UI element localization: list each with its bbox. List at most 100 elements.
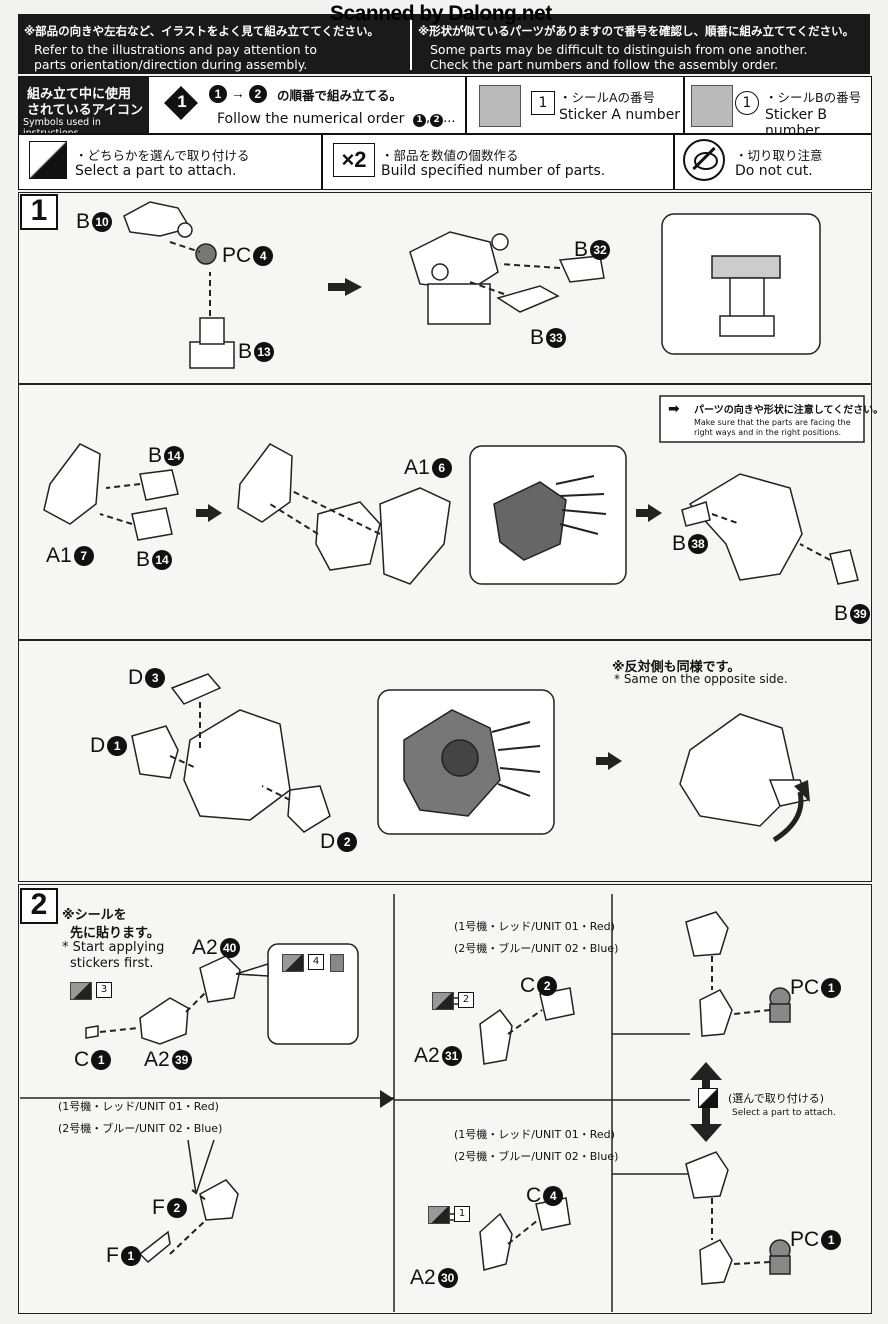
select-part-icon: [29, 141, 67, 179]
select-part-icon-step2: [698, 1088, 718, 1108]
sticker-note-jp-1: ※シールを: [62, 908, 127, 923]
sticker-sheet-b-icon: [691, 85, 733, 127]
upper-unit02: (2号機・ブルー/UNIT 02・Blue): [454, 942, 619, 955]
order-en-suffix-icon: 1,2...: [413, 111, 456, 127]
sticker-3-box: 3: [96, 982, 112, 998]
order-diamond-number: 1: [177, 92, 187, 111]
upper-unit01: (1号機・レッド/UNIT 01・Red): [454, 920, 615, 933]
order-jp: の順番で組み立てる。: [277, 88, 403, 103]
sticker-a-jp: ・シールAの番号: [559, 90, 656, 105]
header-divider: [410, 18, 412, 70]
sticker-b-jp: ・シールBの番号: [765, 90, 862, 105]
divider-v3: [321, 133, 323, 189]
scan-watermark: Scanned by Dalong.net: [330, 2, 552, 25]
symbols-title-jp-1: 組み立て中に使用: [27, 87, 132, 102]
symbols-title-box: 組み立て中に使用 されているアイコン Symbols used in instr…: [19, 77, 149, 139]
select-jp: ・どちらかを選んで取り付ける: [75, 148, 250, 163]
sticker-sheet-2-icon: [432, 992, 454, 1010]
step1-row3-parts-illustration: [131, 673, 810, 843]
lower-unit01: (1号機・レッド/UNIT 01・Red): [454, 1128, 615, 1141]
header-right-en-2: Check the part numbers and follow the as…: [430, 57, 779, 72]
caution-jp: パーツの向きや形状に注意してください。: [694, 405, 884, 416]
c1-unit02: (2号機・ブルー/UNIT 02・Blue): [58, 1122, 223, 1135]
step1-row-divider-2: [19, 639, 871, 641]
caution-arrow-icon: ➡: [668, 401, 680, 417]
symbols-title-jp-2: されているアイコン: [27, 103, 143, 118]
sticker-note-en-1: * Start applying: [62, 940, 165, 955]
step1-row2-parts-illustration: [43, 395, 865, 585]
header-left-en-1: Refer to the illustrations and pay atten…: [34, 42, 318, 57]
step1-number: 1: [20, 194, 58, 230]
multi-en: Build specified number of parts.: [381, 163, 606, 179]
divider-h: [19, 133, 871, 135]
order-en: Follow the numerical order: [217, 111, 405, 127]
opposite-en: * Same on the opposite side.: [614, 672, 788, 686]
sticker-sheet-3-icon: [70, 982, 92, 1000]
caution-en: Make sure that the parts are facing the …: [694, 418, 851, 437]
lower-unit02: (2号機・ブルー/UNIT 02・Blue): [454, 1150, 619, 1163]
sticker-a-box-icon: 1: [531, 91, 555, 115]
multi-jp: ・部品を数値の個数作る: [381, 148, 519, 163]
header-bar: ※部品の向きや左右など、イラストをよく見て組み立ててください。 Refer to…: [18, 14, 870, 74]
sticker-note-en-2: stickers first.: [70, 956, 154, 971]
header-right-jp: ※形状が似ているパーツがありますので番号を確認し、順番に組み立ててください。: [418, 24, 855, 38]
header-right-en-1: Some parts may be difficult to distingui…: [430, 42, 808, 57]
step1-row1-parts-illustration: [123, 201, 821, 369]
step2-number: 2: [20, 888, 58, 924]
do-not-cut-icon: [683, 139, 725, 181]
step2-select-en: Select a part to attach.: [732, 1108, 836, 1118]
header-left-en-2: parts orientation/direction during assem…: [34, 57, 308, 72]
divider-v4: [673, 133, 675, 189]
divider-v2: [683, 77, 685, 133]
header-left-jp: ※部品の向きや左右など、イラストをよく見て組み立ててください。: [24, 24, 380, 38]
symbols-bar: 組み立て中に使用 されているアイコン Symbols used in instr…: [18, 76, 872, 190]
multiply-icon: ×2: [333, 143, 375, 177]
divider-v1: [465, 77, 467, 133]
sticker-2-box: 2: [458, 992, 474, 1008]
sticker-1-box: 1: [454, 1206, 470, 1222]
nocut-jp: ・切り取り注意: [735, 148, 823, 163]
sticker-a-en: Sticker A number: [559, 107, 681, 123]
sticker-4-box: 4: [308, 954, 324, 970]
sticker-b-en: Sticker B number: [765, 107, 827, 139]
opposite-jp: ※反対側も同様です。: [612, 660, 741, 675]
step1-row-divider-1: [19, 383, 871, 385]
sticker-sheet-a-icon: [479, 85, 521, 127]
sticker-sheet-1-icon: [428, 1206, 450, 1224]
order-sequence-icon: 1 → 2: [209, 85, 267, 103]
sticker-b-circle-icon: 1: [735, 91, 759, 115]
nocut-en: Do not cut.: [735, 163, 813, 179]
sticker-4-gray-icon: [330, 954, 344, 972]
sticker-note-jp-2: 先に貼ります。: [70, 926, 160, 941]
step2-select-jp: (選んで取り付ける): [728, 1092, 825, 1105]
c1-unit01: (1号機・レッド/UNIT 01・Red): [58, 1100, 219, 1113]
symbols-title-en: Symbols used in instructions: [23, 117, 101, 139]
sticker-sheet-4-icon: [282, 954, 304, 972]
select-en: Select a part to attach.: [75, 163, 237, 179]
